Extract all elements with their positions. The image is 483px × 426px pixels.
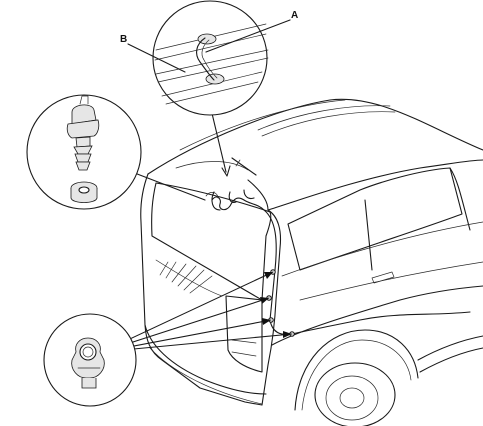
- callout-a: A: [205, 10, 298, 53]
- detail-circle-hose-clip: [43, 313, 137, 407]
- callout-b: B: [120, 34, 186, 73]
- callout-b-label: B: [120, 34, 127, 45]
- detail-circle-hose-routing: [152, 0, 269, 116]
- washer-hose: [205, 189, 471, 337]
- detail-circle-washer-nozzle: [26, 94, 142, 210]
- vehicle-body: [140, 98, 483, 426]
- callout-a-label: A: [291, 10, 298, 21]
